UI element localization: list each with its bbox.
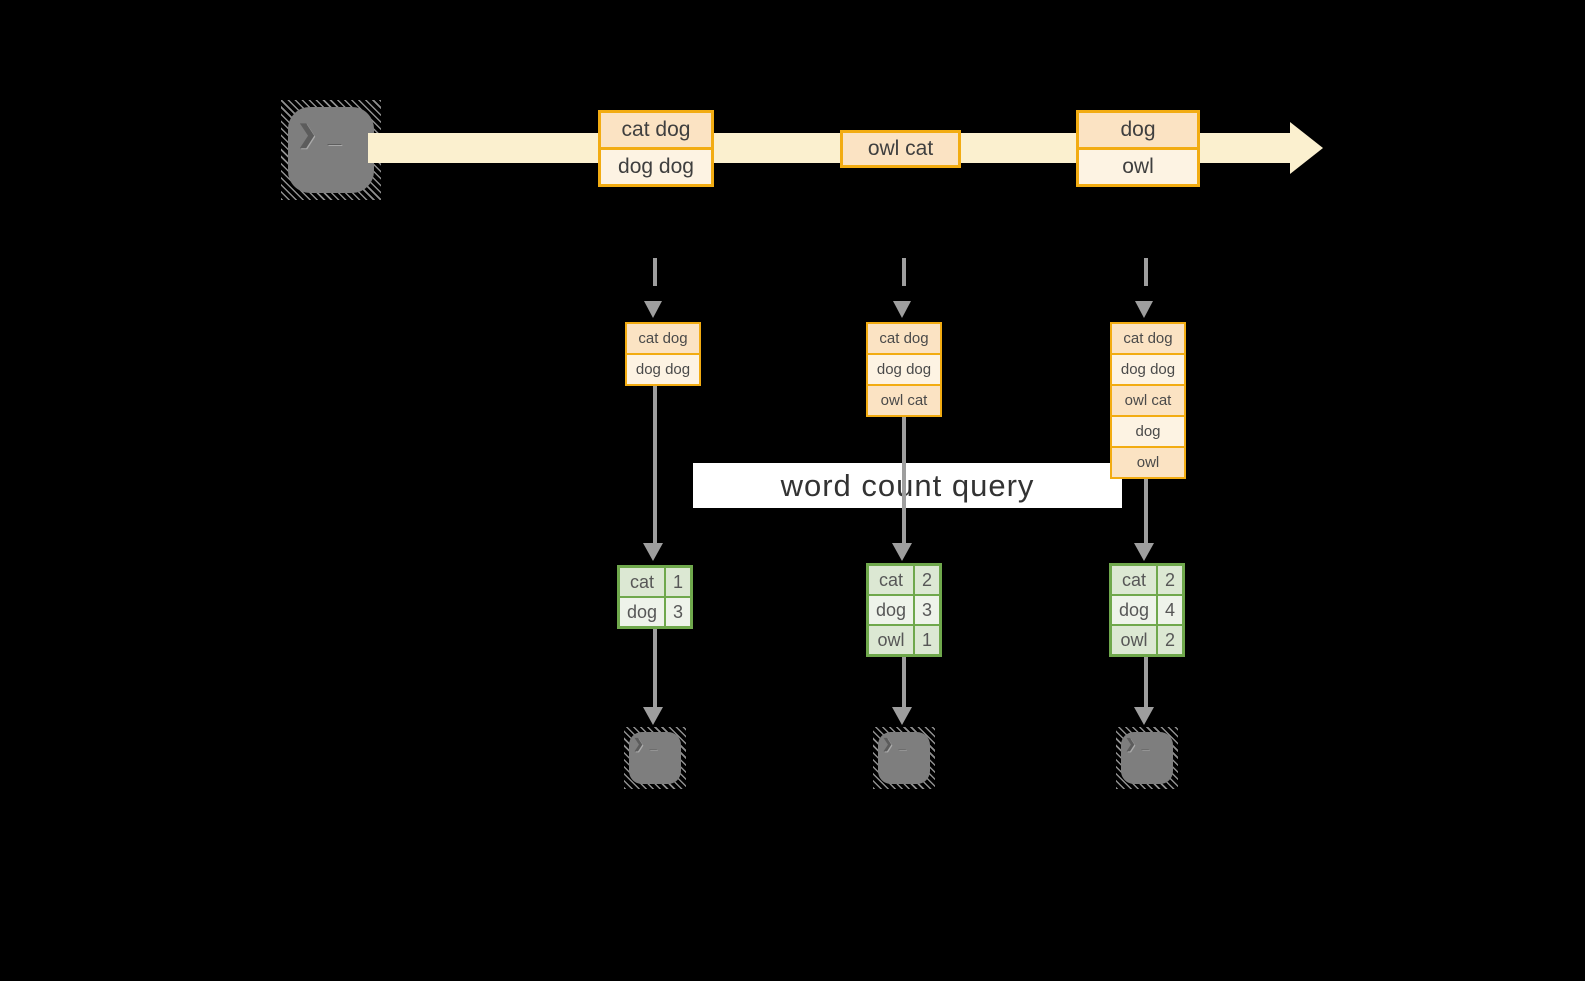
word-cell: dog	[1112, 596, 1156, 624]
arrow-line	[1144, 479, 1148, 543]
dashed-arrow-segment	[902, 258, 906, 286]
arrowhead-icon	[643, 543, 663, 561]
output-terminal-icon-2: ❯ _	[873, 727, 935, 789]
arrow-line	[653, 629, 657, 707]
input-row: cat dog	[868, 324, 940, 353]
word-cell: owl	[869, 626, 913, 654]
terminal-screen	[1121, 732, 1173, 784]
dashed-arrowhead-icon	[644, 301, 662, 318]
dashed-arrow-segment	[653, 258, 657, 286]
input-row: cat dog	[627, 324, 699, 353]
stream-event-2: owl cat	[840, 130, 961, 168]
arrow-line	[902, 657, 906, 707]
arrow-line	[1144, 657, 1148, 707]
input-row: owl cat	[868, 384, 940, 415]
count-cell: 3	[915, 596, 939, 624]
stream-arrowhead-icon	[1290, 122, 1323, 174]
count-cell: 1	[915, 626, 939, 654]
word-cell: cat	[620, 568, 664, 596]
input-row: owl	[1112, 446, 1184, 477]
count-cell: 3	[666, 598, 690, 626]
terminal-screen	[878, 732, 930, 784]
count-cell: 1	[666, 568, 690, 596]
arrow-line	[902, 417, 906, 543]
count-cell: 2	[1158, 566, 1182, 594]
input-stack-3: cat dog dog dog owl cat dog owl	[1110, 322, 1186, 479]
word-count-query-label: word count query	[693, 463, 1122, 508]
input-row: dog dog	[868, 353, 940, 384]
stream-event-row: owl cat	[843, 133, 958, 165]
terminal-prompt-icon: ❯ _	[297, 121, 344, 148]
arrowhead-icon	[892, 707, 912, 725]
dashed-arrow-segment	[1144, 258, 1148, 286]
input-stack-1: cat dog dog dog	[625, 322, 701, 386]
dashed-arrowhead-icon	[893, 301, 911, 318]
input-stack-2: cat dog dog dog owl cat	[866, 322, 942, 417]
arrowhead-icon	[1134, 707, 1154, 725]
result-table-3: cat 2 dog 4 owl 2	[1109, 563, 1185, 657]
stream-event-row: cat dog	[601, 113, 711, 147]
output-terminal-icon-3: ❯ _	[1116, 727, 1178, 789]
count-cell: 2	[915, 566, 939, 594]
stream-event-row: owl	[1079, 147, 1197, 184]
terminal-prompt-icon: ❯ _	[633, 736, 658, 751]
terminal-screen	[288, 107, 374, 193]
stream-event-1: cat dog dog dog	[598, 110, 714, 187]
arrowhead-icon	[1134, 543, 1154, 561]
arrow-line	[653, 386, 657, 543]
word-cell: dog	[869, 596, 913, 624]
word-cell: owl	[1112, 626, 1156, 654]
arrowhead-icon	[892, 543, 912, 561]
input-row: owl cat	[1112, 384, 1184, 415]
count-cell: 2	[1158, 626, 1182, 654]
input-row: dog dog	[627, 353, 699, 384]
dashed-arrowhead-icon	[1135, 301, 1153, 318]
stream-event-3: dog owl	[1076, 110, 1200, 187]
source-terminal-icon: ❯ _	[281, 100, 381, 200]
input-row: dog dog	[1112, 353, 1184, 384]
terminal-screen	[629, 732, 681, 784]
input-row: cat dog	[1112, 324, 1184, 353]
terminal-prompt-icon: ❯ _	[1125, 736, 1150, 751]
word-cell: cat	[869, 566, 913, 594]
stream-event-row: dog dog	[601, 147, 711, 184]
output-terminal-icon-1: ❯ _	[624, 727, 686, 789]
result-table-1: cat 1 dog 3	[617, 565, 693, 629]
terminal-prompt-icon: ❯ _	[882, 736, 907, 751]
word-cell: dog	[620, 598, 664, 626]
input-row: dog	[1112, 415, 1184, 446]
word-cell: cat	[1112, 566, 1156, 594]
result-table-2: cat 2 dog 3 owl 1	[866, 563, 942, 657]
arrowhead-icon	[643, 707, 663, 725]
count-cell: 4	[1158, 596, 1182, 624]
stream-event-row: dog	[1079, 113, 1197, 147]
